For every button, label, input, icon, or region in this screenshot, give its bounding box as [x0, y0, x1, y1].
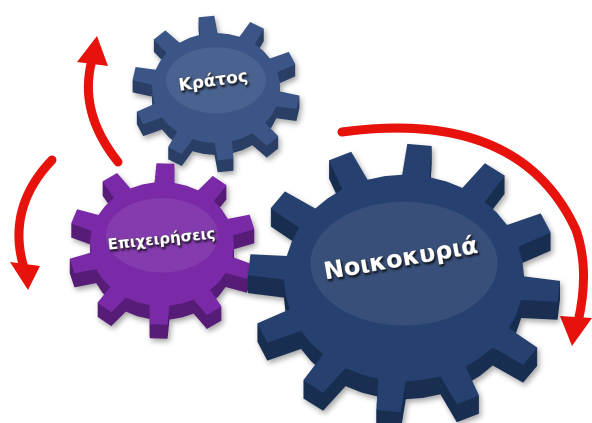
arrow-left	[19, 160, 52, 268]
arrow-left-head	[10, 262, 40, 290]
gear-household	[248, 144, 560, 423]
arrow-right-head	[560, 316, 592, 346]
gear-business	[70, 163, 255, 338]
gear-state	[133, 16, 300, 172]
arrow-top-left	[88, 60, 118, 162]
arrow-top-left-head	[77, 36, 108, 66]
